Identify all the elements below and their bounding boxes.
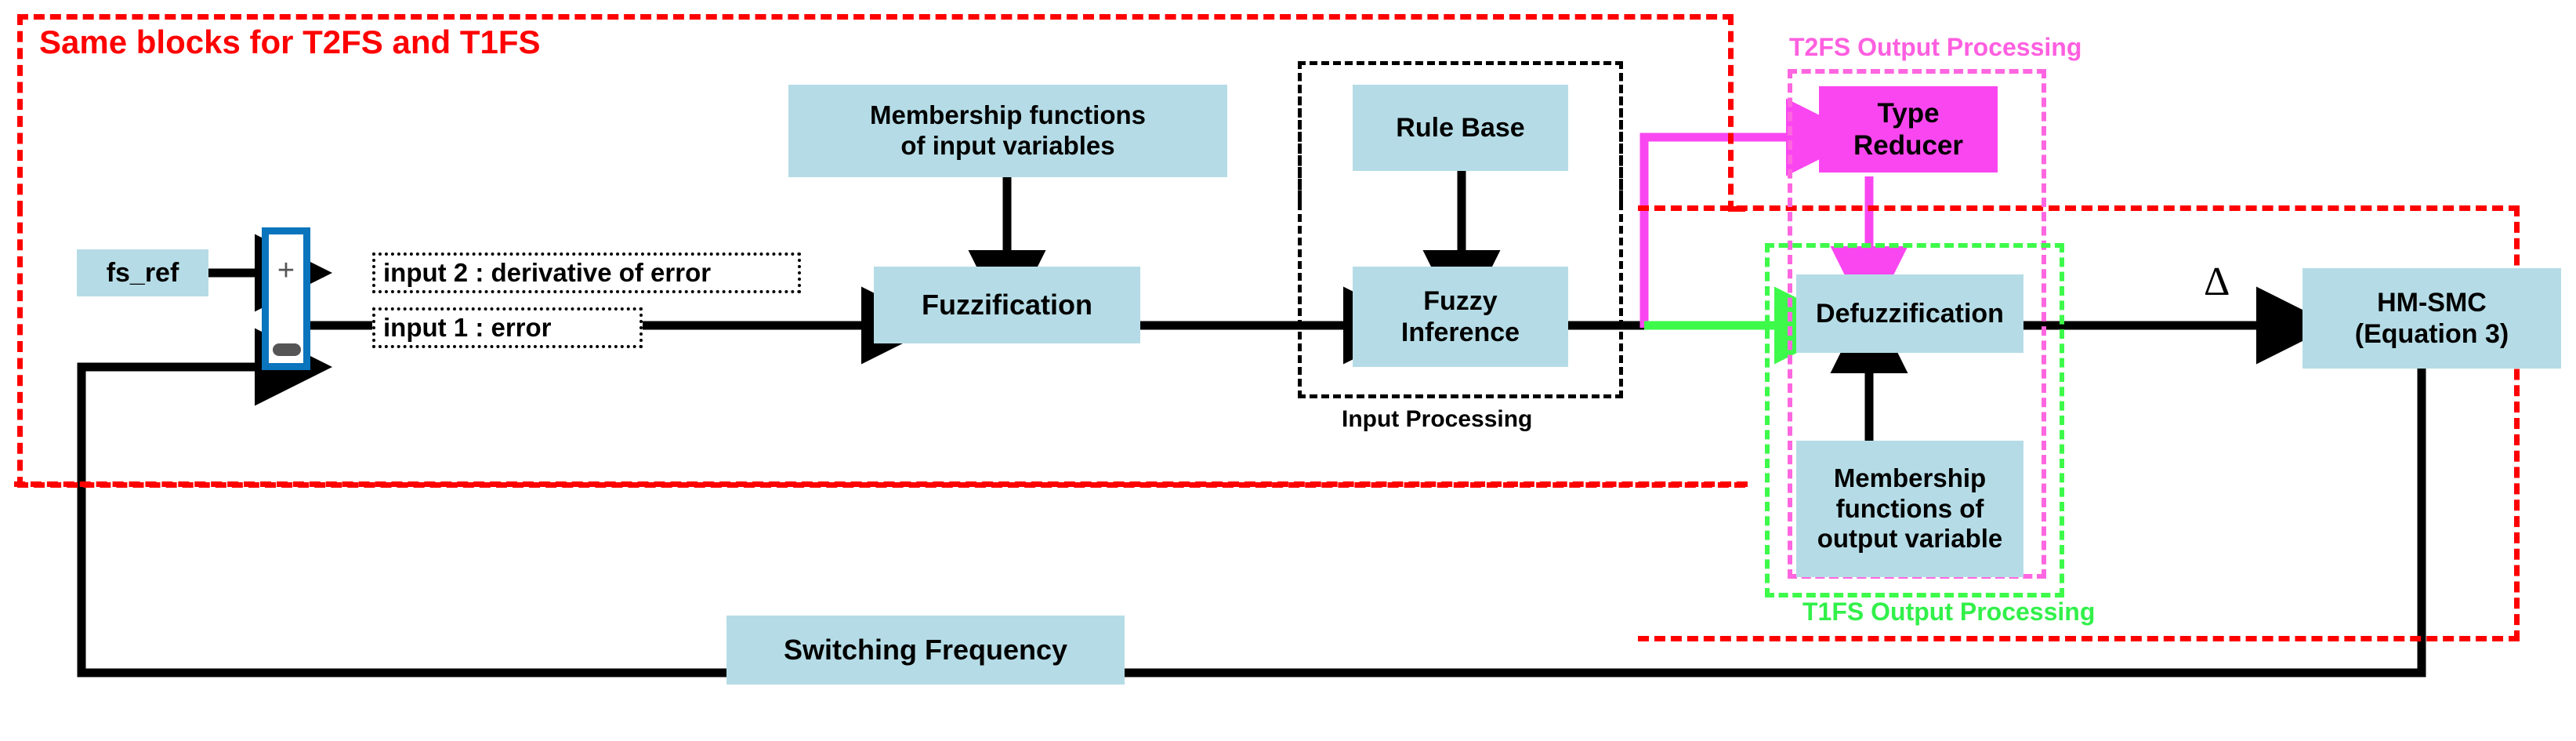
block-fs-ref[interactable]: fs_ref	[77, 249, 208, 296]
mf-output-line1: Membership	[1833, 463, 1987, 492]
group-box-same-blocks-top	[17, 14, 1734, 212]
block-membership-functions-input[interactable]: Membership functions of input variables	[788, 85, 1227, 177]
hm-smc-line1: HM-SMC	[2377, 287, 2487, 318]
summing-junction-plus-sign: +	[277, 254, 295, 287]
fuzzy-inference-line2: Inference	[1400, 318, 1520, 347]
wire-switching-to-sum	[77, 328, 729, 677]
block-fuzzification[interactable]: Fuzzification	[874, 267, 1140, 343]
fuzzy-inference-line1: Fuzzy	[1423, 285, 1498, 316]
annotation-input-2: input 2 : derivative of error	[372, 252, 801, 293]
hm-smc-line2: (Equation 3)	[2354, 319, 2509, 349]
block-membership-functions-output[interactable]: Membership functions of output variable	[1796, 441, 2023, 577]
mf-input-line2: of input variables	[900, 131, 1115, 160]
type-reducer-line1: Type	[1877, 97, 1940, 129]
group-box-input-processing	[1298, 61, 1623, 398]
type-reducer-line2: Reducer	[1853, 130, 1964, 161]
wire-hmsmc-feedback	[1121, 367, 2426, 677]
annotation-input-1: input 1 : error	[372, 307, 643, 348]
label-t2fs-output-processing: T2FS Output Processing	[1789, 33, 2082, 61]
summing-junction[interactable]	[262, 227, 310, 370]
group-box-t1fs-output-processing	[1765, 243, 2064, 598]
group-box-same-blocks-bottom	[14, 481, 1748, 489]
annotation-delta: Δ	[2204, 260, 2230, 304]
block-switching-frequency[interactable]: Switching Frequency	[726, 616, 1125, 685]
group-box-t2fs-outer-top	[1638, 205, 2520, 212]
mf-input-line1: Membership functions	[869, 100, 1147, 130]
wire-inference-to-typereducer	[1639, 98, 1864, 328]
label-same-blocks: Same blocks for T2FS and T1FS	[39, 24, 541, 60]
summing-junction-minus-sign	[273, 343, 301, 356]
group-box-t2fs-outer	[1638, 205, 2520, 641]
block-type-reducer[interactable]: Type Reducer	[1819, 86, 1998, 173]
label-t1fs-output-processing: T1FS Output Processing	[1802, 598, 2096, 626]
block-hm-smc[interactable]: HM-SMC (Equation 3)	[2302, 268, 2561, 369]
mf-output-line3: output variable	[1817, 524, 2003, 554]
block-defuzzification[interactable]: Defuzzification	[1796, 274, 2023, 353]
label-input-processing: Input Processing	[1342, 406, 1533, 432]
block-rule-base[interactable]: Rule Base	[1353, 85, 1568, 171]
block-fuzzy-inference[interactable]: Fuzzy Inference	[1353, 267, 1568, 367]
mf-output-line2: functions of	[1835, 493, 1984, 523]
